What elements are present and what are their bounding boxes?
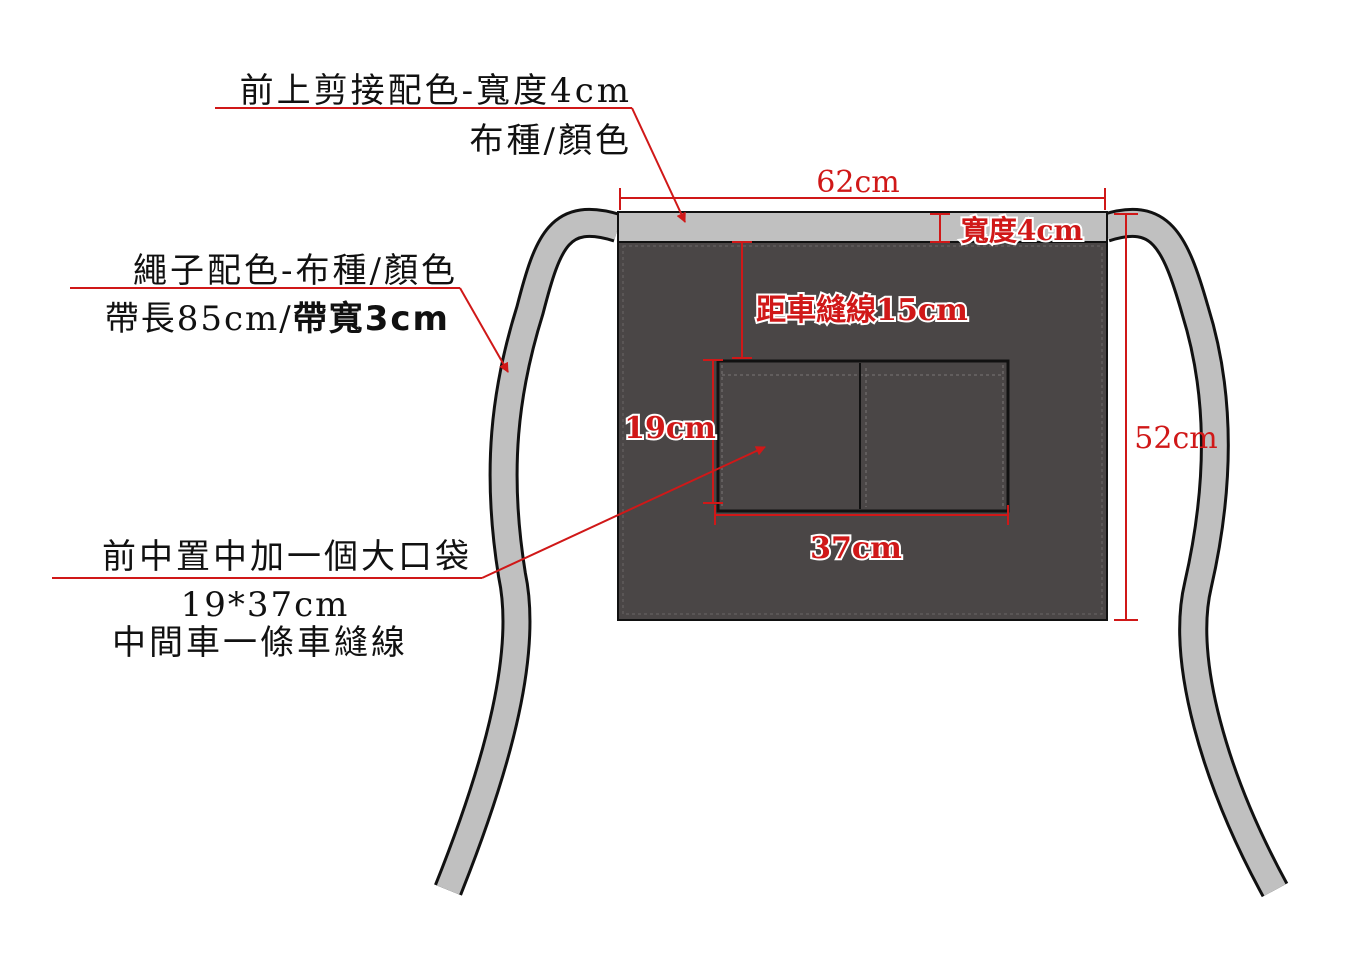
dim-pocket-offset-label: 距車縫線15cm bbox=[756, 293, 968, 328]
strap-line1: 繩子配色-布種/顏色 bbox=[133, 251, 458, 291]
pocket-line2: 19*37cm bbox=[181, 585, 350, 625]
leader-top-trim bbox=[215, 107, 686, 223]
strap-right bbox=[1100, 208, 1289, 898]
top-trim-band bbox=[617, 211, 1108, 243]
dim-height-label: 52cm bbox=[1134, 421, 1217, 456]
dim-trim-width bbox=[930, 213, 950, 243]
pocket bbox=[716, 359, 1010, 513]
dim-pocket-offset bbox=[732, 241, 752, 359]
dim-trim-width-label: 寬度4cm bbox=[961, 214, 1083, 247]
dim-pocket-height-label: 19cm bbox=[624, 411, 716, 446]
dim-pocket-width bbox=[714, 505, 1009, 525]
pocket-line3: 中間車一條車縫線 bbox=[112, 623, 408, 663]
dim-width-label: 62cm bbox=[816, 165, 899, 200]
strap-length-text: 帶長85cm/ bbox=[105, 299, 293, 339]
strap-width-text: 帶寬3cm bbox=[293, 299, 450, 339]
leader-pocket bbox=[52, 446, 766, 579]
strap-left bbox=[434, 208, 623, 896]
strap-line2: 帶長85cm/帶寬3cm bbox=[105, 299, 450, 339]
dim-height bbox=[1114, 213, 1138, 621]
dim-pocket-height bbox=[703, 359, 723, 504]
apron-hem-stitch bbox=[622, 245, 1103, 615]
pocket-line1: 前中置中加一個大口袋 bbox=[102, 537, 472, 577]
top-trim-line2: 布種/顏色 bbox=[470, 121, 632, 161]
dim-width bbox=[619, 188, 1106, 210]
dim-pocket-width-label: 37cm bbox=[810, 531, 902, 566]
top-trim-line1: 前上剪接配色-寬度4cm bbox=[240, 71, 632, 111]
leader-strap bbox=[70, 287, 509, 373]
